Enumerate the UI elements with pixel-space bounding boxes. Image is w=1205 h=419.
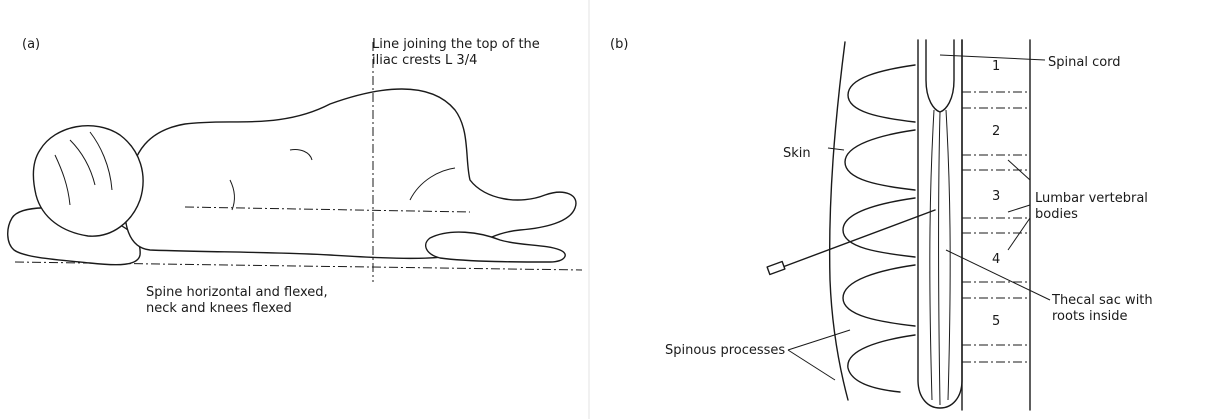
label-lumbar-line1: Lumbar vertebral [1035, 191, 1148, 206]
lower-leg [426, 232, 566, 262]
spinous-process-2 [845, 130, 915, 190]
skin-outline [830, 42, 848, 400]
label-spinal-cord: Spinal cord [1048, 55, 1121, 70]
leader-skin [828, 148, 844, 150]
spinous-processes [843, 65, 915, 392]
spinous-process-5 [848, 335, 915, 392]
vertebra-number-4: 4 [992, 252, 1000, 267]
panel-b-tag: (b) [610, 37, 628, 52]
vertebra-number-5: 5 [992, 314, 1000, 329]
spinous-process-1 [848, 65, 915, 122]
spinal-needle [780, 210, 935, 268]
vertebra-number-1: 1 [992, 59, 1000, 74]
patient-figure: (a) Line joining the top of the iliac cr… [0, 0, 590, 419]
iliac-label-line1: Line joining the top of the [372, 37, 540, 52]
vertebra-number-2: 2 [992, 124, 1000, 139]
nerve-root-2 [939, 112, 941, 405]
needle-hub [767, 262, 785, 275]
label-thecal-line1: Thecal sac with [1051, 293, 1153, 308]
caption-line2: neck and knees flexed [146, 301, 292, 316]
leader-lumbar-3 [1008, 205, 1030, 212]
label-spinous: Spinous processes [665, 343, 785, 358]
iliac-label-line2: iliac crests L 3/4 [372, 53, 477, 68]
label-lumbar-line2: bodies [1035, 207, 1078, 222]
head [33, 126, 143, 236]
nerve-root-3 [946, 110, 950, 400]
spinal-cord [926, 40, 954, 112]
panel-a-tag: (a) [22, 37, 40, 52]
body-trunk [125, 89, 576, 258]
label-skin: Skin [783, 146, 811, 161]
spinous-process-4 [843, 265, 915, 326]
leader-lumbar-4 [1008, 218, 1030, 250]
panel-b-lumbar-puncture: 1 2 3 4 5 (b) Spinal cord Skin Lumbar ve… [590, 0, 1205, 419]
leader-spinous-1 [788, 330, 850, 350]
thecal-sac [918, 40, 962, 408]
label-thecal-line2: roots inside [1052, 309, 1127, 324]
nerve-root-1 [930, 110, 934, 400]
lumbar-diagram: 1 2 3 4 5 (b) Spinal cord Skin Lumbar ve… [590, 0, 1205, 419]
vertebra-number-3: 3 [992, 189, 1000, 204]
caption-line1: Spine horizontal and flexed, [146, 285, 328, 300]
spinous-process-3 [843, 198, 915, 257]
leader-spinous-2 [788, 350, 835, 380]
panel-a-patient-position: (a) Line joining the top of the iliac cr… [0, 0, 590, 419]
